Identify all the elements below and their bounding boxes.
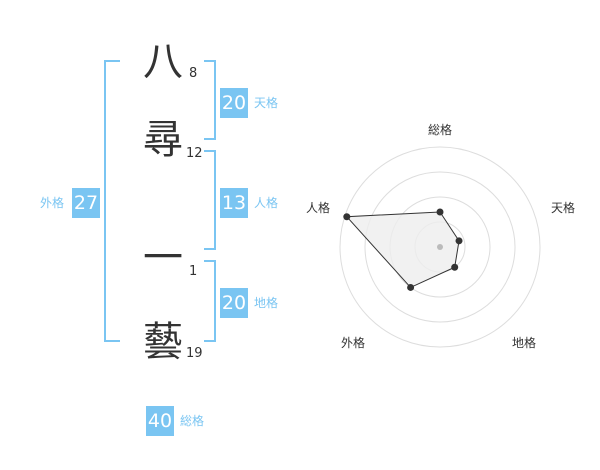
tenkaku-label: 天格 (254, 96, 279, 110)
radar-label-soukaku: 総格 (428, 122, 452, 137)
tenkaku-bracket (204, 60, 216, 140)
radar-label-gaikaku: 外格 (341, 335, 365, 350)
radar-ring (339, 146, 541, 348)
tenkaku-value-badge: 20 (220, 88, 248, 118)
name-char-1: 八 (143, 39, 183, 85)
gaikaku-bracket (104, 60, 120, 342)
soukaku-label: 総格 (180, 414, 205, 428)
jinkaku-bracket (204, 150, 216, 250)
name-char-3: 一 (143, 235, 183, 281)
radar-label-jinkaku: 人格 (306, 200, 330, 215)
chikaku-label: 地格 (254, 296, 279, 310)
stroke-count-3: 1 (189, 264, 198, 279)
radar-label-chikaku: 地格 (512, 335, 536, 350)
radar-label-tenkaku: 天格 (551, 200, 575, 215)
radar-point (407, 283, 415, 291)
radar-point (436, 208, 444, 216)
jinkaku-label: 人格 (254, 196, 279, 210)
radar-ring (364, 171, 516, 323)
gaikaku-label: 外格 (40, 196, 65, 210)
name-char-2: 尋 (143, 117, 183, 163)
gaikaku-value-badge: 27 (72, 188, 100, 218)
chikaku-value-badge: 20 (220, 288, 248, 318)
jinkaku-value-badge: 13 (220, 188, 248, 218)
radar-center-dot (437, 244, 443, 250)
stroke-count-1: 8 (189, 66, 198, 81)
chikaku-bracket (204, 260, 216, 342)
radar-point (343, 213, 351, 221)
name-char-4: 藝 (143, 319, 183, 365)
stroke-count-4: 19 (186, 346, 203, 361)
radar-point (455, 237, 463, 245)
radar-polygon (345, 211, 460, 289)
stroke-count-2: 12 (186, 146, 203, 161)
radar-point (451, 263, 459, 271)
soukaku-value-badge: 40 (146, 406, 174, 436)
